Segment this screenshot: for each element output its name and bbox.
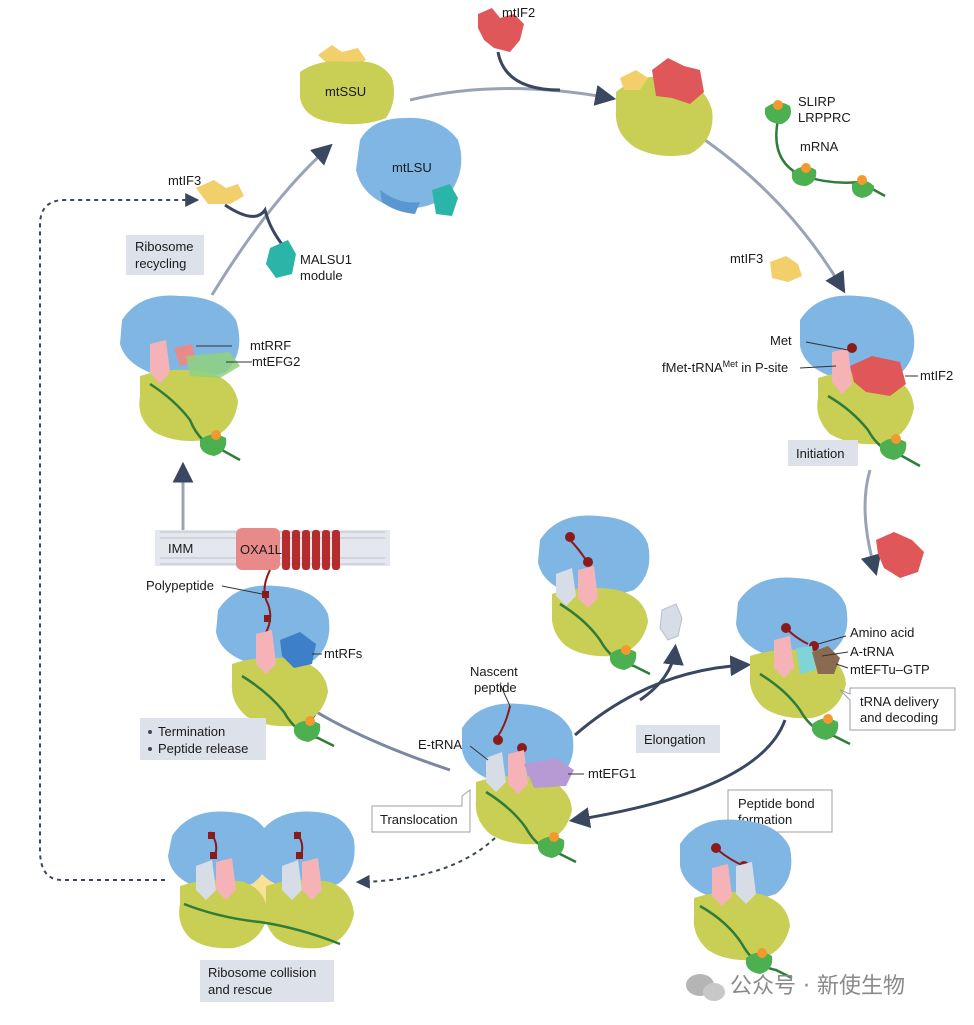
label-mtefg1: mtEFG1: [588, 766, 636, 781]
ribosome-recycling: [120, 295, 252, 462]
mtif2-protein-top: [478, 8, 524, 52]
label-imm: IMM: [168, 541, 193, 556]
mtif2-released: [876, 532, 924, 578]
membrane-imm: [155, 528, 390, 570]
label-nascent-line2: peptide: [474, 680, 517, 695]
label-mtif2-top: mtIF2: [502, 5, 535, 20]
ribosome-trna-delivery: [736, 577, 851, 746]
ribosome-peptide-bond: [680, 819, 793, 980]
watermark-text: 公众号 · 新使生物: [730, 974, 905, 999]
dashed-arrow-rescue-return: [39, 193, 200, 881]
callout-translocation: [371, 789, 471, 833]
ribosome-termination: [216, 569, 335, 748]
trna-released-grey: [659, 603, 683, 641]
label-e-trna: E-tRNA: [418, 737, 462, 752]
label-slirp: SLIRP: [798, 94, 836, 109]
label-mtssu: mtSSU: [325, 84, 366, 99]
label-lrpprc: LRPPRC: [798, 110, 851, 125]
arrow-to-peptide-bond: [568, 719, 787, 829]
label-mteftu-gtp: mtEFTu–GTP: [850, 662, 930, 677]
label-nascent-line1: Nascent: [470, 664, 518, 679]
arrow-to-initiation: [704, 138, 846, 294]
stage-peptide-release: Peptide release: [158, 741, 248, 756]
label-malsu1-line2: module: [300, 268, 343, 283]
label-mrna: mRNA: [800, 139, 839, 154]
mtif3-free-right: [770, 256, 802, 282]
ribosome-collision: [168, 811, 355, 949]
stage-collision-line2: and rescue: [208, 982, 272, 997]
arrow-subunits-to-mtif2: [409, 85, 617, 106]
malsu1-on-lsu: [432, 184, 458, 216]
arrow-to-termination: [299, 701, 451, 772]
label-a-trna: A-tRNA: [850, 644, 894, 659]
stage-collision-line1: Ribosome collision: [208, 965, 316, 980]
arrow-mtif2-join: [496, 51, 561, 92]
label-mtif2-right: mtIF2: [920, 368, 953, 383]
watermark: 公众号 · 新使生物: [686, 974, 905, 1001]
stage-translocation: Translocation: [380, 812, 458, 827]
dashed-arrow-collision: [355, 837, 496, 889]
callout-trna-delivery: [839, 687, 956, 731]
label-malsu1-line1: MALSU1: [300, 252, 352, 267]
mtssu-subunit: [300, 61, 394, 125]
malsu1-module: [266, 240, 296, 278]
ssu-mtif2-complex: [615, 58, 713, 156]
arrow-elongation-to-delivery: [574, 655, 752, 737]
arrow-initiation-to-elongation: [860, 469, 882, 577]
cycle-arrows: [172, 51, 882, 829]
ribosome-post-translocation: [538, 515, 651, 676]
stage-box-elongation: [636, 725, 720, 753]
label-mtif3-right: mtIF3: [730, 251, 763, 266]
label-mtefg2: mtEFG2: [252, 354, 300, 369]
stage-box-initiation: [788, 440, 858, 466]
label-mtif3-left: mtIF3: [168, 173, 201, 188]
stage-recycling-line2: recycling: [135, 256, 186, 271]
mtlsu-subunit: [356, 117, 462, 209]
label-mtrfs: mtRFs: [324, 646, 363, 661]
stage-trna-delivery-line1: tRNA delivery: [860, 694, 939, 709]
stage-box-ribosome-recycling: [126, 235, 204, 275]
ribosome-translocation: [462, 683, 584, 864]
stage-recycling-line1: Ribosome: [135, 239, 194, 254]
mtif3-free-left: [196, 180, 244, 204]
ribosome-subunits-free: mtSSU mtLSU: [300, 45, 462, 216]
stage-initiation: Initiation: [796, 446, 844, 461]
label-met: Met: [770, 333, 792, 348]
stage-termination: Termination: [158, 724, 225, 739]
stage-box-termination: [140, 718, 266, 760]
arrow-release-trna: [639, 643, 684, 702]
label-mtrrf: mtRRF: [250, 338, 291, 353]
label-polypeptide: Polypeptide: [146, 578, 214, 593]
stage-trna-delivery-line2: and decoding: [860, 710, 938, 725]
stage-box-collision: [200, 960, 334, 1002]
dashed-arrows: [39, 193, 496, 889]
mrna-lrpprc-slirp: SLIRP LRPPRC mRNA: [765, 94, 886, 198]
stage-peptide-bond-line1: Peptide bond: [738, 796, 815, 811]
ribosome-initiation: [799, 295, 921, 468]
label-fmet-trna: fMet-tRNAMet in P-site: [662, 359, 788, 375]
stage-elongation: Elongation: [644, 732, 705, 747]
label-mtlsu: mtLSU: [392, 160, 432, 175]
arrow-mtif3-malsu1-release: [224, 203, 287, 249]
arrow-recycling-to-subunits: [210, 143, 333, 296]
label-oxa1l: OXA1L: [240, 542, 282, 557]
label-amino-acid: Amino acid: [850, 625, 914, 640]
